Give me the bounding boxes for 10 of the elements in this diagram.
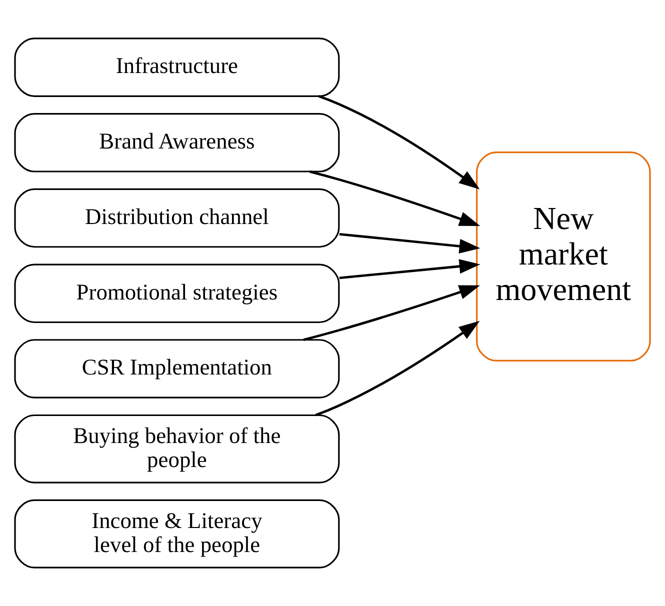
node-box: New market movement [476, 151, 651, 362]
node-box: Brand Awareness [14, 112, 340, 172]
node-box: Buying behavior of the people [14, 414, 340, 484]
node-box: Promotional strategies [14, 264, 340, 324]
node-box: CSR Implementation [14, 339, 340, 398]
node-box: Distribution channel [14, 188, 340, 248]
arrow [339, 259, 480, 280]
arrow [339, 232, 480, 254]
node-box: Income & Literacy level of the people [14, 499, 340, 568]
node-box: Infrastructure [14, 38, 340, 97]
